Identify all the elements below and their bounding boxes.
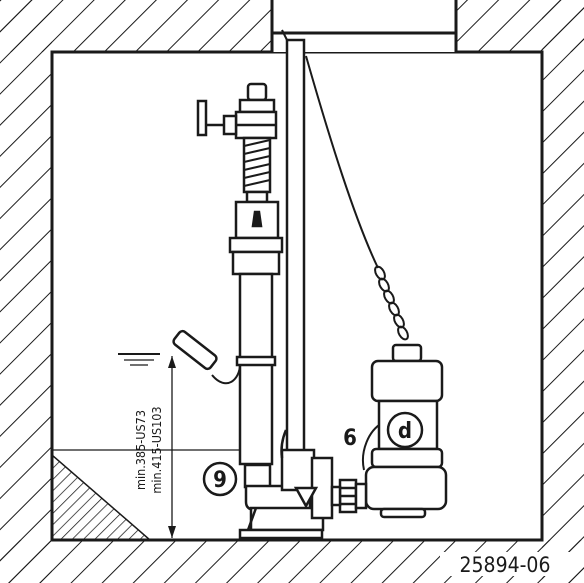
water-levels (52, 353, 245, 451)
vertical-riser (238, 272, 274, 466)
duckfoot-base-bend (238, 429, 334, 540)
min-level-dimension: min.385-US73 min.415-US103 (133, 356, 176, 538)
lifting-chain (305, 55, 409, 341)
callout-6: 6 (343, 426, 357, 451)
pump-motor-housing (370, 359, 444, 403)
sediment-bench (51, 453, 153, 541)
figure-reference-number: 25894-06 (460, 553, 551, 577)
callout-d: d (386, 411, 424, 449)
callout-d-label: d (398, 419, 412, 444)
callout-6-label: 6 (343, 426, 357, 451)
pump-volute (364, 465, 448, 511)
gate-valve-handwheel (196, 99, 208, 137)
left-wall (0, 0, 52, 583)
callout-9: 9 (202, 461, 238, 497)
discharge-pipe (196, 82, 284, 489)
dimension-label-1: min.385-US73 (133, 410, 148, 490)
top-slab-right (456, 0, 584, 52)
cover-opening-outline (270, 0, 458, 35)
top-slab-left (0, 0, 272, 52)
coupling-claw (280, 448, 316, 492)
callout-9-label: 9 (213, 468, 227, 493)
float-switch (172, 329, 241, 385)
right-wall (542, 0, 584, 583)
dimension-label-2: min.415-US103 (149, 406, 164, 493)
